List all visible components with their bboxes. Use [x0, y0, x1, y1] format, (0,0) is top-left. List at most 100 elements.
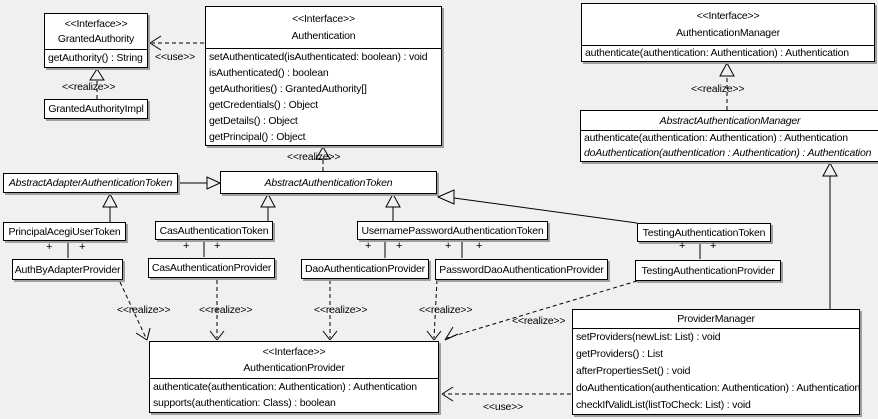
association-plus: + — [679, 240, 686, 252]
method: getAuthorities() : GrantedAuthority[] — [209, 83, 367, 95]
class-box-testing-authentication-token[interactable]: TestingAuthenticationToken — [637, 223, 771, 242]
method: authenticate(authentication: Authenticat… — [584, 132, 848, 144]
association-plus: + — [79, 241, 86, 253]
class-header: <<Interface>> GrantedAuthority — [45, 14, 147, 50]
class-box-provider-manager[interactable]: ProviderManager setProviders(newList: Li… — [572, 309, 860, 415]
class-name: AbstractAuthenticationToken — [264, 176, 393, 189]
edge-testing-provider-realizes-provider — [444, 280, 638, 341]
edge-upat-extends-abstract-token — [385, 192, 401, 221]
generalization-edges — [102, 161, 838, 309]
method: checkIfValidList(listToCheck: List) : vo… — [576, 399, 751, 411]
class-box-cas-authentication-provider[interactable]: CasAuthenticationProvider — [148, 258, 275, 278]
class-name: TestingAuthenticationProvider — [641, 264, 775, 277]
class-box-cas-authentication-token[interactable]: CasAuthenticationToken — [155, 221, 273, 240]
class-name: ProviderManager — [573, 310, 859, 329]
class-name: PrincipalAcegiUserToken — [8, 225, 121, 238]
association-plus: + — [183, 240, 190, 252]
method: getCredentials() : Object — [209, 99, 318, 111]
use-label: <<use>> — [483, 401, 524, 413]
edge-provider-manager-extends-aam — [822, 161, 838, 309]
class-name: Authentication — [291, 30, 356, 43]
edge-principal-extends-adapter-token — [102, 192, 118, 222]
realize-label: <<realize>> — [287, 151, 341, 163]
class-name: AuthByAdapterProvider — [14, 263, 121, 276]
method-list: authenticate(authentication: Authenticat… — [150, 379, 438, 411]
method: authenticate(authentication: Authenticat… — [153, 381, 417, 393]
class-box-testing-authentication-provider[interactable]: TestingAuthenticationProvider — [635, 260, 781, 281]
realize-label: <<realize>> — [691, 83, 745, 95]
class-name: AuthenticationProvider — [243, 362, 345, 374]
realize-label: <<realize>> — [62, 81, 116, 93]
realize-label: <<realize>> — [419, 304, 473, 316]
association-plus: + — [445, 240, 452, 252]
use-label: <<use>> — [155, 51, 196, 63]
stereotype-label: <<Interface>> — [262, 346, 326, 358]
class-box-username-password-authentication-token[interactable]: UsernamePasswordAuthenticationToken — [357, 221, 548, 240]
class-box-granted-authority-impl[interactable]: GrantedAuthorityImpl — [44, 99, 148, 119]
method: setProviders(newList: List) : void — [576, 331, 721, 343]
method-list: getAuthority() : String — [45, 50, 147, 67]
class-name: GrantedAuthorityImpl — [48, 103, 144, 115]
method: isAuthenticated() : boolean — [209, 67, 329, 79]
method: getAuthority() : String — [48, 52, 143, 64]
class-header: <<Interface>> AuthenticationProvider — [150, 342, 438, 379]
realize-label: <<realize>> — [117, 304, 171, 316]
usage-edges — [149, 35, 571, 402]
class-name: AbstractAuthenticationManager — [581, 111, 878, 131]
association-plus: + — [396, 240, 403, 252]
class-name: GrantedAuthority — [57, 33, 135, 46]
edge-dao-provider-realizes-provider — [322, 280, 338, 341]
class-box-abstract-authentication-token[interactable]: AbstractAuthenticationToken — [220, 171, 437, 194]
class-box-principal-acegi-user-token[interactable]: PrincipalAcegiUserToken — [3, 222, 126, 241]
realize-label: <<realize>> — [199, 304, 253, 316]
method: afterPropertiesSet() : void — [576, 365, 691, 377]
method: getDetails() : Object — [209, 115, 298, 127]
method-list: setProviders(newList: List) : void getPr… — [573, 329, 861, 414]
edge-testing-token-extends-abstract-token — [436, 189, 638, 224]
stereotype-label: <<Interface>> — [64, 17, 128, 30]
class-name: PasswordDaoAuthenticationProvider — [439, 263, 604, 276]
method-list: setAuthenticated(isAuthenticated: boolea… — [206, 49, 441, 145]
class-name: AbstractAdapterAuthenticationToken — [8, 177, 173, 189]
method: getPrincipal() : Object — [209, 131, 306, 143]
method: doAuthentication(authentication: Authent… — [576, 382, 861, 394]
method: supports(authentication: Class) : boolea… — [153, 397, 336, 409]
class-box-abstract-adapter-authentication-token[interactable]: AbstractAdapterAuthenticationToken — [3, 173, 178, 193]
stereotype-label: <<Interface>> — [696, 9, 760, 22]
association-plus: + — [365, 240, 372, 252]
class-box-granted-authority[interactable]: <<Interface>> GrantedAuthority getAuthor… — [44, 13, 148, 68]
method-list: authenticate(authentication: Authenticat… — [581, 131, 878, 161]
realization-edges-open — [119, 279, 638, 341]
edge-cas-provider-realizes-provider — [209, 280, 225, 341]
realize-label: <<realize>> — [314, 304, 368, 316]
realize-label: <<realize>> — [512, 315, 566, 327]
association-plus: + — [214, 240, 221, 252]
method-list: authenticate(authentication: Authenticat… — [582, 46, 874, 60]
class-box-auth-by-adapter-provider[interactable]: AuthByAdapterProvider — [12, 259, 123, 280]
class-box-dao-authentication-provider[interactable]: DaoAuthenticationProvider — [301, 259, 429, 279]
class-name: UsernamePasswordAuthenticationToken — [361, 224, 544, 237]
realization-edges-triangle — [96, 77, 728, 171]
edge-pwddao-provider-realizes-provider — [426, 279, 442, 341]
method: getProviders() : List — [576, 348, 663, 360]
class-box-authentication-provider[interactable]: <<Interface>> AuthenticationProvider aut… — [149, 341, 439, 413]
class-box-authentication-manager[interactable]: <<Interface>> AuthenticationManager auth… — [581, 3, 875, 62]
edge-cas-token-extends-abstract-token — [260, 192, 276, 221]
class-name: CasAuthenticationToken — [159, 224, 269, 237]
class-box-authentication[interactable]: <<Interface>> Authentication setAuthenti… — [205, 6, 442, 146]
class-box-password-dao-authentication-provider[interactable]: PasswordDaoAuthenticationProvider — [435, 259, 608, 280]
class-header: <<Interface>> AuthenticationManager — [582, 4, 874, 46]
class-header: <<Interface>> Authentication — [206, 7, 441, 49]
association-plus: + — [710, 240, 717, 252]
stereotype-label: <<Interface>> — [292, 12, 355, 25]
edge-authby-realizes-provider — [119, 281, 151, 341]
class-name: TestingAuthenticationToken — [642, 226, 766, 239]
class-box-abstract-authentication-manager[interactable]: AbstractAuthenticationManager authentica… — [580, 110, 878, 162]
method: setAuthenticated(isAuthenticated: boolea… — [209, 51, 428, 63]
association-edges — [67, 240, 701, 259]
edge-authentication-uses-ga — [149, 35, 204, 51]
class-name: AuthenticationManager — [676, 27, 780, 40]
association-plus: + — [46, 241, 53, 253]
